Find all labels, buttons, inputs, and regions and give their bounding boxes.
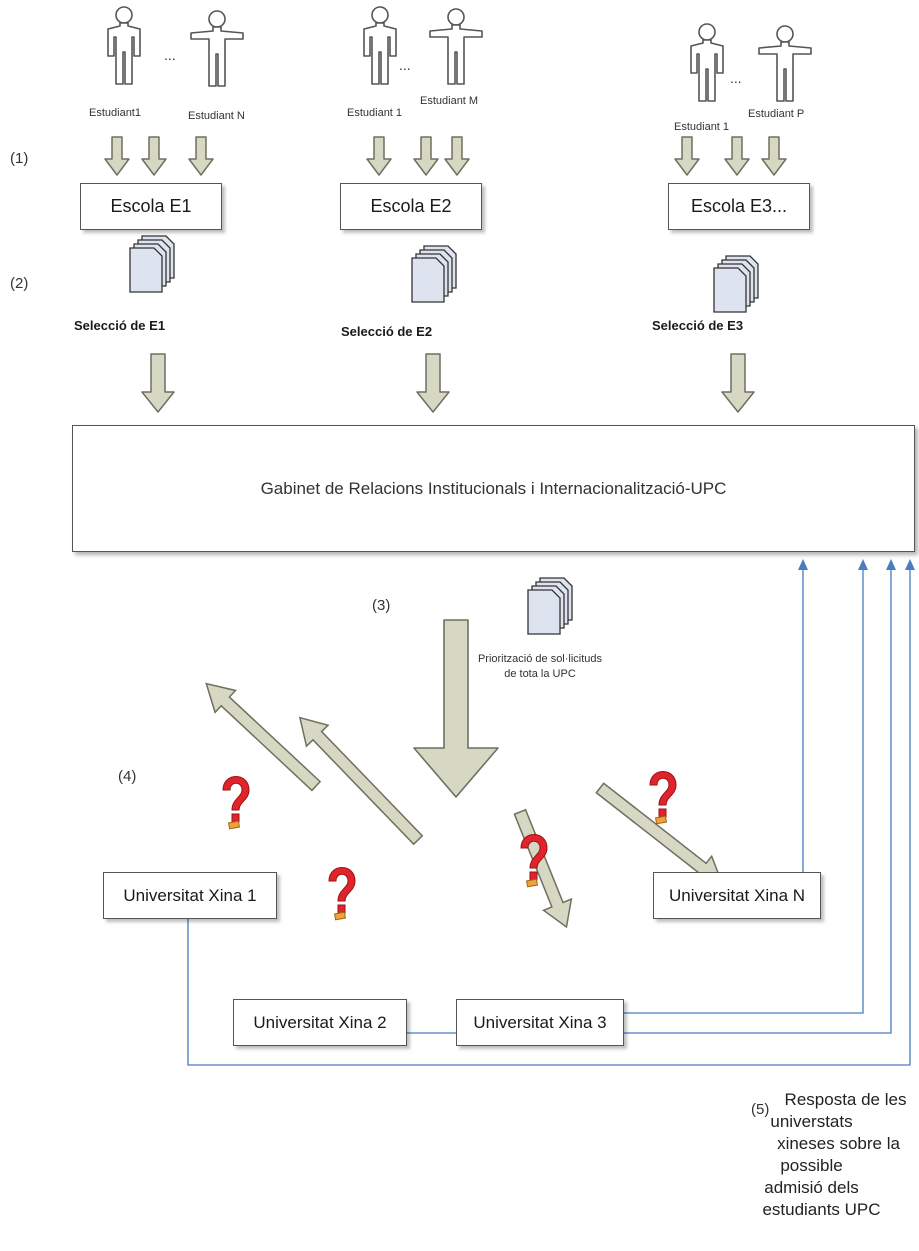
student-figure-icon [107,6,141,85]
university-box-3: Universitat Xina 3 [456,999,624,1046]
step-5-label: (5) [751,1101,770,1118]
school-box-e1: Escola E1 [80,183,222,230]
document-stack-icon [527,577,573,635]
response-line-4: possible [780,1156,843,1175]
student-figure-icon [758,25,812,102]
arrow-to-uni3 [513,808,573,929]
student-figure-icon [363,6,397,85]
document-stack-icon [129,235,175,293]
student-label: Estudiant1 [89,107,141,119]
document-stack-icon [411,245,457,303]
student-label: Estudiant 1 [674,121,730,133]
step-2-label: (2) [10,275,29,292]
feedback-lines [187,567,911,1066]
university-box-n: Universitat Xina N [653,872,821,919]
response-line-6: estudiants UPC [762,1200,881,1219]
arrow-to-uni2 [298,716,424,846]
response-line-3: xineses sobre la [777,1134,900,1153]
university-box-2: Universitat Xina 2 [233,999,407,1046]
student-label: Estudiant N [188,110,245,122]
school-box-e3: Escola E3... [668,183,810,230]
response-line-1: Resposta de les [784,1090,907,1109]
student-label: Estudiant M [420,95,479,107]
feedback-arrowheads [798,559,915,570]
student-label: Estudiant P [748,108,805,120]
big-down-arrow [413,619,499,798]
central-office-box: Gabinet de Relacions Institucionals i In… [72,425,915,552]
selection-label: Selecció de E2 [341,324,433,339]
step-4-label: (4) [118,768,137,785]
arrow-down-icon [141,136,167,176]
arrow-down-icon [724,136,750,176]
ellipsis: ... [164,47,176,63]
arrow-down-icon [188,136,214,176]
arrow-down-icon [366,136,392,176]
school-box-e2: Escola E2 [340,183,482,230]
student-figure-icon [429,8,483,85]
arrow-down-icon [416,353,450,413]
arrow-down-icon [141,353,175,413]
arrow-down-icon [444,136,470,176]
document-stack-icon [713,255,759,313]
response-line-2: universtats [770,1112,853,1131]
question-mark-icon [328,867,356,921]
prioritization-label: Priorització de sol·licituds de tota la … [470,652,610,682]
prioritization-line-1: Priorització de sol·licituds [477,653,603,665]
selection-label: Selecció de E1 [74,318,166,333]
ellipsis: ... [730,70,742,86]
student-figure-icon [690,23,724,102]
step-1-label: (1) [10,150,29,167]
university-box-1: Universitat Xina 1 [103,872,277,919]
response-note: Resposta de les universtats xineses sobr… [744,1089,919,1221]
step-3-label: (3) [372,597,391,614]
question-mark-icon [222,776,250,830]
selection-label: Selecció de E3 [652,318,744,333]
arrow-down-icon [104,136,130,176]
prioritization-line-2: de tota la UPC [504,668,576,680]
arrow-down-icon [761,136,787,176]
arrow-down-icon [413,136,439,176]
question-mark-icon [649,771,677,825]
student-label: Estudiant 1 [347,107,403,119]
arrow-down-icon [674,136,700,176]
student-figure-icon [190,10,244,87]
response-line-5: admisió dels [764,1178,859,1197]
ellipsis: ... [399,57,411,73]
arrow-down-icon [721,353,755,413]
arrow-to-uni1 [205,682,322,792]
